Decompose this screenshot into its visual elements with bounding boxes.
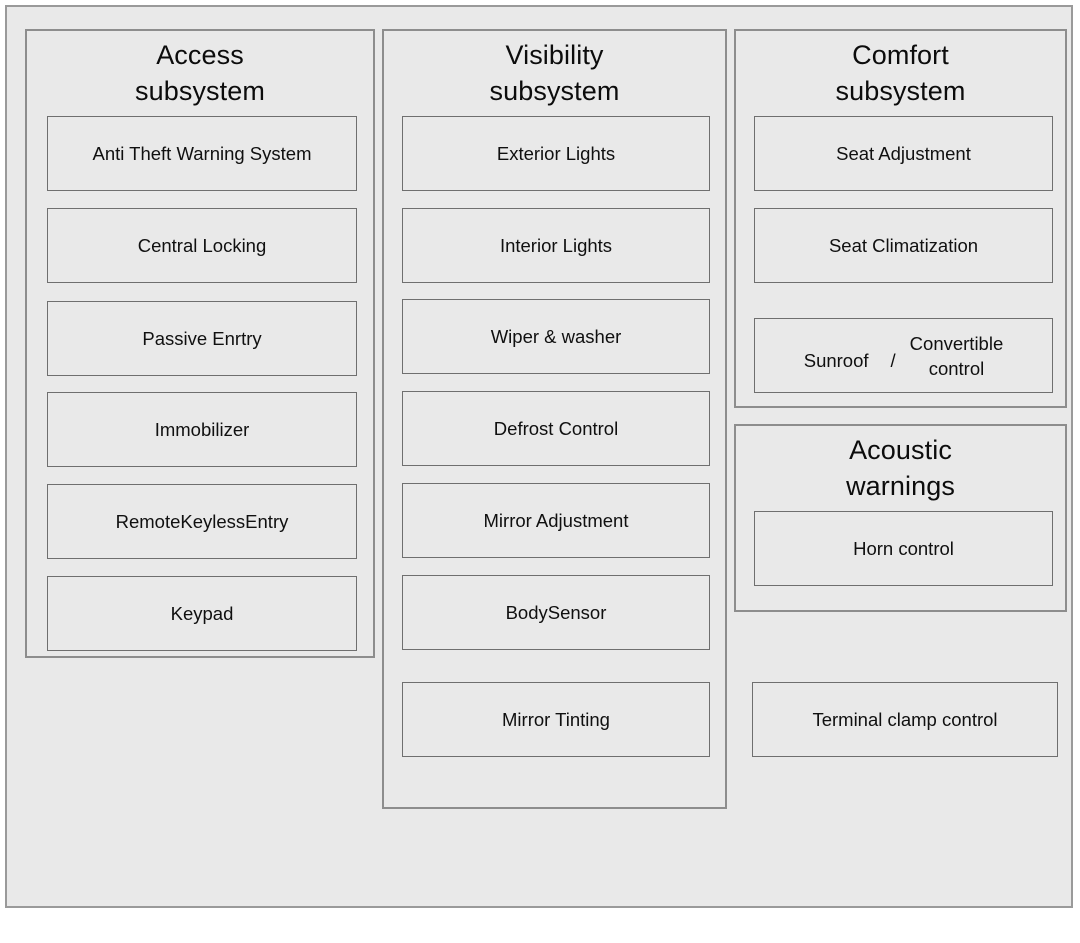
feature-box-immobilizer[interactable]: Immobilizer — [47, 392, 357, 467]
feature-label: Central Locking — [137, 234, 267, 256]
feature-box-passive-entry[interactable]: Passive Enrtry — [47, 301, 357, 376]
feature-label: Mirror Tinting — [502, 708, 610, 730]
feature-label: Terminal clamp control — [812, 708, 998, 730]
feature-label: RemoteKeylessEntry — [115, 510, 289, 532]
feature-box-remote-keyless-entry[interactable]: RemoteKeylessEntry — [47, 484, 357, 559]
sunroof-label: Sunroof — [803, 349, 869, 371]
feature-box-seat-climatization[interactable]: Seat Climatization — [754, 208, 1053, 283]
feature-box-wiper-and-washer[interactable]: Wiper & washer — [402, 299, 710, 374]
feature-box-body-sensor[interactable]: BodySensor — [402, 575, 710, 650]
feature-box-keypad[interactable]: Keypad — [47, 576, 357, 651]
sunroof-convertible-inner: Sunroof / Convertible control — [755, 319, 1052, 392]
feature-box-exterior-lights[interactable]: Exterior Lights — [402, 116, 710, 191]
feature-box-horn-control[interactable]: Horn control — [754, 511, 1053, 586]
feature-box-terminal-clamp-control[interactable]: Terminal clamp control — [752, 682, 1058, 757]
feature-label: Keypad — [170, 602, 234, 624]
feature-label: Anti Theft Warning System — [92, 142, 312, 164]
feature-box-interior-lights[interactable]: Interior Lights — [402, 208, 710, 283]
feature-label: Immobilizer — [154, 418, 250, 440]
group-panel-acoustic-warnings: Acoustic warnings Horn control — [734, 424, 1067, 612]
feature-label: Mirror Adjustment — [483, 509, 629, 531]
diagram-outer-frame: Access subsystem Anti Theft Warning Syst… — [5, 5, 1073, 908]
group-panel-visibility: Visibility subsystem Exterior Lights Int… — [382, 29, 727, 809]
feature-label: Interior Lights — [499, 234, 613, 256]
feature-label: BodySensor — [505, 601, 607, 623]
feature-box-seat-adjustment[interactable]: Seat Adjustment — [754, 116, 1053, 191]
feature-label: Defrost Control — [493, 417, 619, 439]
feature-label: Horn control — [853, 537, 954, 559]
feature-box-defrost-control[interactable]: Defrost Control — [402, 391, 710, 466]
group-title-visibility: Visibility subsystem — [489, 40, 620, 106]
feature-label: Seat Adjustment — [836, 142, 971, 164]
group-title-access: Access subsystem — [135, 40, 265, 106]
group-title-acoustic-warnings: Acoustic warnings — [846, 435, 955, 501]
feature-label: Seat Climatization — [828, 234, 979, 256]
feature-label: Exterior Lights — [496, 142, 616, 164]
feature-label: Passive Enrtry — [142, 327, 262, 349]
feature-box-mirror-adjustment[interactable]: Mirror Adjustment — [402, 483, 710, 558]
feature-box-mirror-tinting[interactable]: Mirror Tinting — [402, 682, 710, 757]
feature-box-sunroof-convertible-control[interactable]: Sunroof / Convertible control — [754, 318, 1053, 393]
convertible-control-label: Convertible control — [909, 332, 1004, 379]
group-panel-comfort: Comfort subsystem Seat Adjustment Seat C… — [734, 29, 1067, 408]
group-title-comfort: Comfort subsystem — [835, 40, 966, 106]
feature-box-central-locking[interactable]: Central Locking — [47, 208, 357, 283]
feature-label: Wiper & washer — [490, 325, 622, 347]
feature-box-anti-theft-warning-system[interactable]: Anti Theft Warning System — [47, 116, 357, 191]
separator-slash: / — [890, 349, 896, 371]
group-panel-access: Access subsystem Anti Theft Warning Syst… — [25, 29, 375, 658]
